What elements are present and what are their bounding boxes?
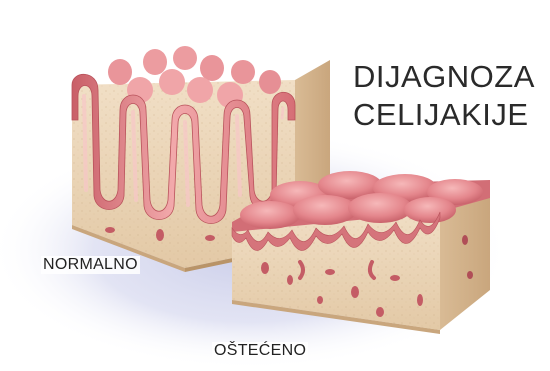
title-line-1: DIJAGNOZA (353, 58, 543, 96)
page-title: DIJAGNOZA CELIJAKIJE (353, 58, 543, 134)
title-line-2: CELIJAKIJE (353, 96, 543, 134)
normal-label: NORMALNO (41, 256, 140, 274)
damaged-label: OŠTEĆENO (212, 342, 308, 360)
damaged-tissue-block (232, 171, 490, 334)
